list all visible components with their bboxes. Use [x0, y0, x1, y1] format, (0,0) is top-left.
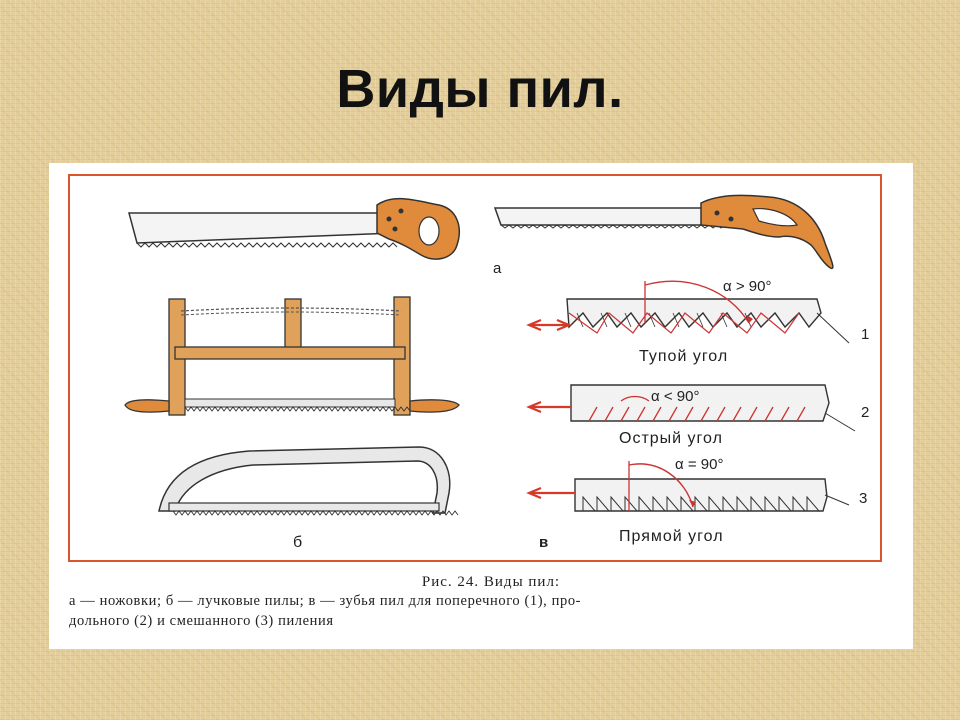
tooth-2-name: Острый угол [619, 430, 723, 447]
tooth-1-name: Тупой угол [639, 348, 728, 365]
figure-drawing: а б [68, 174, 882, 562]
caption-title: Рис. 24. Виды пил: [421, 574, 561, 590]
arrow-left-icon [526, 400, 571, 414]
hand-saw-2-icon [493, 194, 834, 270]
tooth-1-angle: α > 90° [723, 278, 771, 295]
tooth-3-number: 3 [859, 490, 867, 507]
figure-frame [68, 174, 882, 562]
label-a: а [493, 260, 502, 277]
teeth-profile-3 [574, 461, 850, 512]
label-v: в [539, 534, 548, 551]
hand-saw-1-icon [128, 197, 460, 260]
hacksaw-icon [158, 446, 459, 516]
tooth-2-number: 2 [861, 404, 869, 421]
tooth-3-name: Прямой угол [619, 528, 724, 545]
teeth-profile-1 [566, 280, 850, 344]
bow-saw-icon [124, 296, 460, 416]
caption-line-1: а — ножовки; б — лучковые пилы; в — зубь… [69, 593, 582, 609]
arrow-left-icon [526, 486, 575, 500]
slide-title: Виды пил. [336, 59, 624, 119]
double-arrow-icon [526, 318, 572, 332]
tooth-1-number: 1 [861, 326, 869, 343]
label-b: б [293, 534, 302, 551]
saw-types-figure: а б [49, 163, 913, 649]
caption-line-2: дольного (2) и смешанного (3) пиления [69, 613, 334, 629]
teeth-profile-2 [570, 384, 856, 432]
tooth-2-angle: α < 90° [651, 388, 699, 405]
tooth-3-angle: α = 90° [675, 456, 723, 473]
figure-caption: Рис. 24. Виды пил: а — ножовки; б — лучк… [49, 574, 913, 631]
